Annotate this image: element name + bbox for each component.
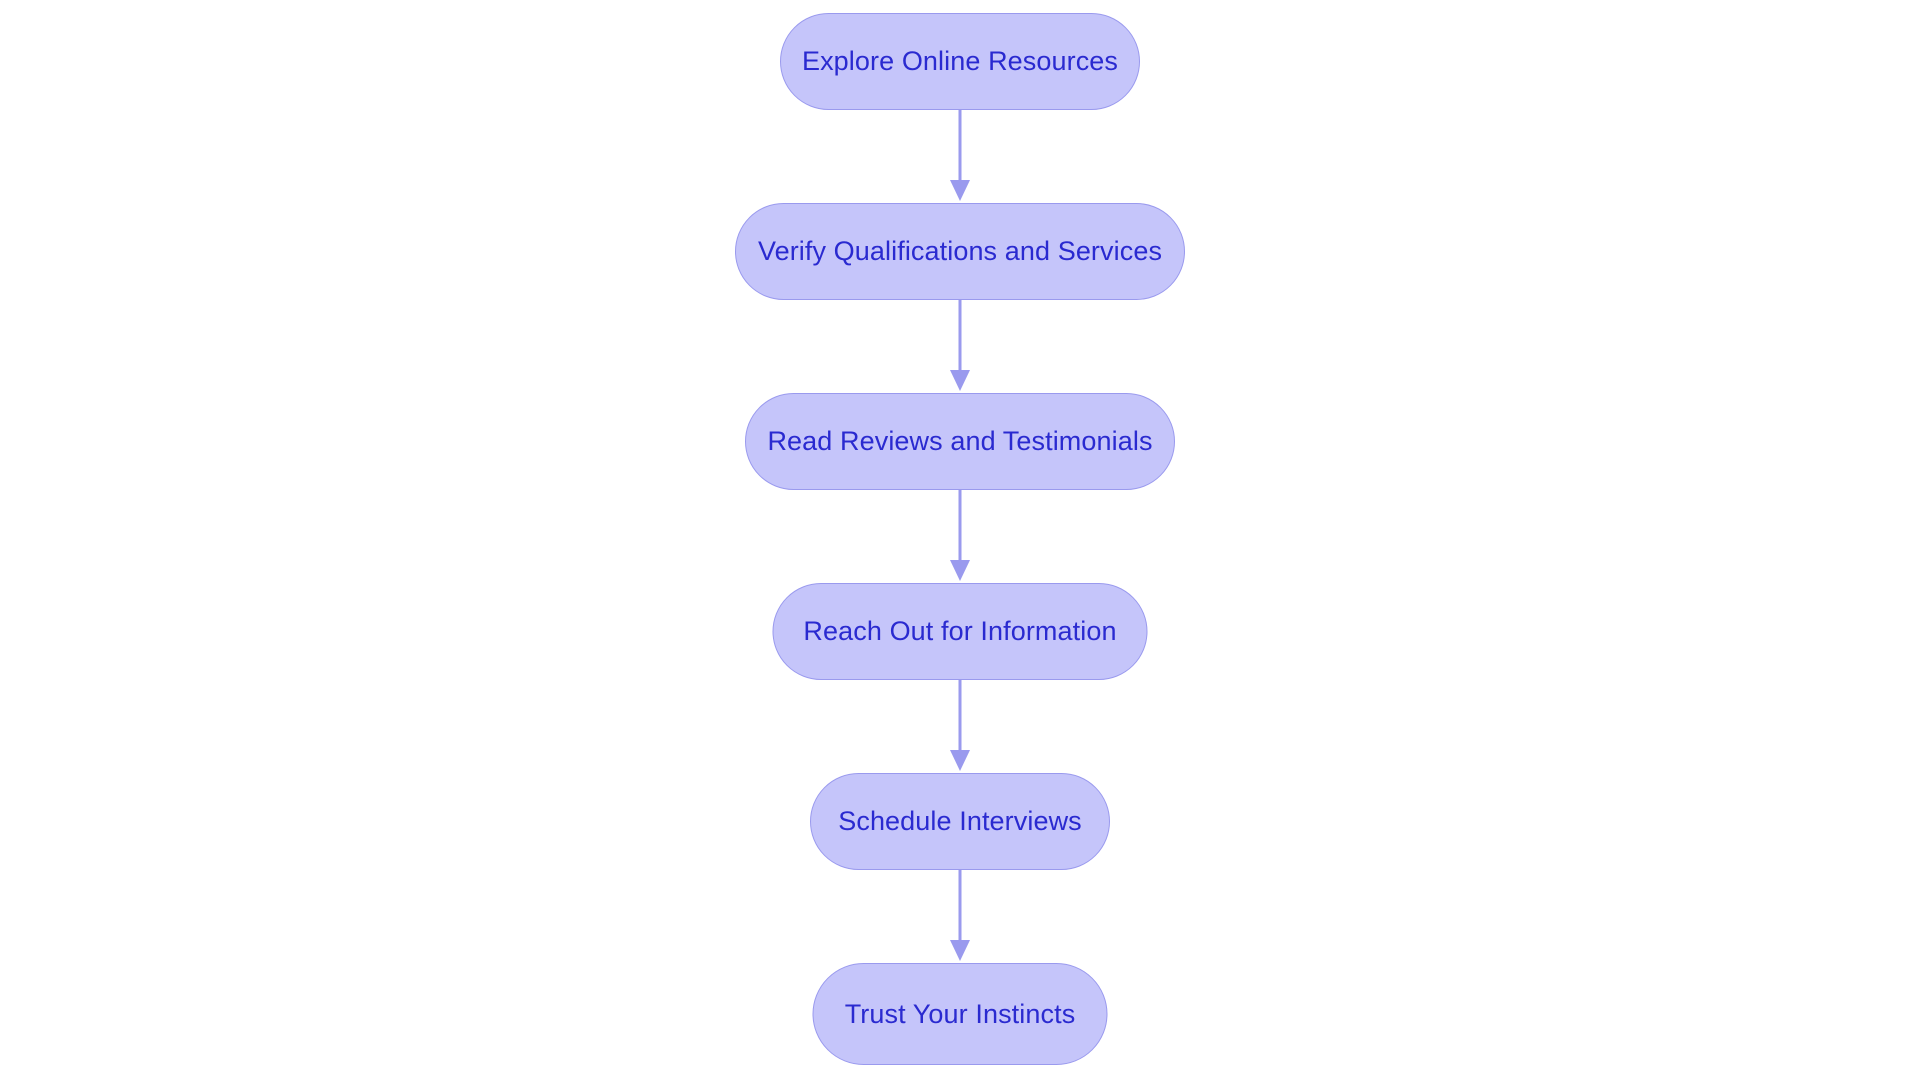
flow-node-verify-qualifications-and-services[interactable]: Verify Qualifications and Services: [735, 203, 1185, 300]
flow-edge-n4-n5: [940, 680, 980, 773]
arrowhead-icon: [950, 750, 970, 771]
arrowhead-icon: [950, 940, 970, 961]
arrowhead-icon: [950, 180, 970, 201]
flow-edge-n5-n6: [940, 870, 980, 963]
arrowhead-icon: [950, 370, 970, 391]
flow-node-reach-out-for-information[interactable]: Reach Out for Information: [772, 583, 1148, 680]
flow-node-label: Verify Qualifications and Services: [757, 236, 1163, 266]
flow-node-read-reviews-and-testimonials[interactable]: Read Reviews and Testimonials: [745, 393, 1175, 490]
flow-node-label: Read Reviews and Testimonials: [767, 426, 1153, 456]
flow-node-label: Explore Online Resources: [801, 46, 1119, 76]
arrowhead-icon: [950, 560, 970, 581]
flow-node-label: Trust Your Instincts: [844, 998, 1076, 1029]
flow-node-schedule-interviews[interactable]: Schedule Interviews: [810, 773, 1110, 870]
flow-node-label: Schedule Interviews: [838, 806, 1082, 836]
flow-edge-n3-n4: [940, 490, 980, 583]
flow-node-trust-your-instincts[interactable]: Trust Your Instincts: [812, 963, 1108, 1065]
flow-node-label: Reach Out for Information: [803, 616, 1117, 646]
flow-node-explore-online-resources[interactable]: Explore Online Resources: [780, 13, 1140, 110]
flow-edge-n1-n2: [940, 110, 980, 203]
flow-edge-n2-n3: [940, 300, 980, 393]
